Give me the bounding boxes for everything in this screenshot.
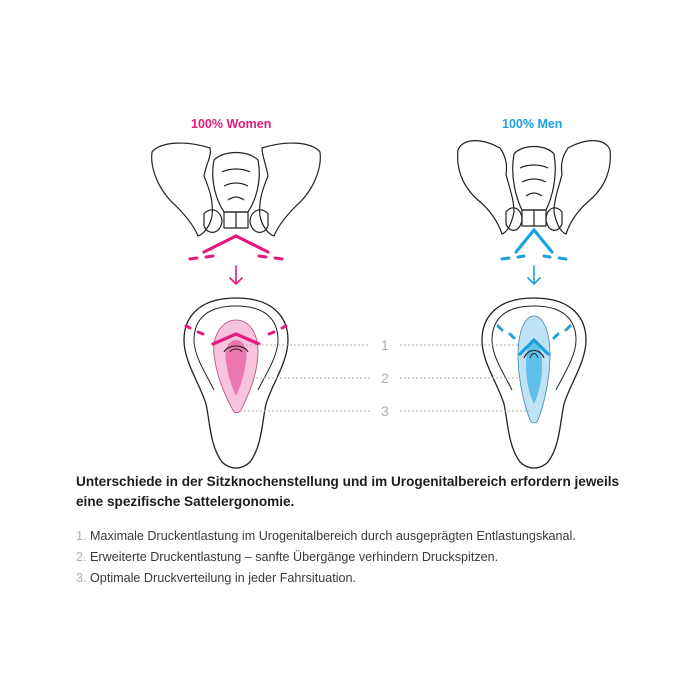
list-text: Maximale Druckentlastung im Urogenitalbe…	[90, 529, 576, 543]
list-marker: 2.	[76, 550, 87, 564]
women-saddle-illustration	[183, 297, 289, 469]
men-arrow-icon	[527, 265, 541, 286]
men-sitbone-marker	[500, 227, 568, 261]
headline-text: Unterschiede in der Sitzknochenstellung …	[76, 474, 620, 509]
feature-list: 1. Maximale Druckentlastung im Urogenita…	[76, 527, 676, 590]
list-item: 3. Optimale Druckverteilung in jeder Fah…	[76, 569, 676, 590]
men-saddle-illustration	[481, 297, 587, 469]
women-saddle-marker	[184, 324, 288, 346]
women-arrow-icon	[229, 265, 243, 286]
women-pelvis-illustration	[151, 142, 321, 237]
list-text: Erweiterte Druckentlastung – sanfte Über…	[90, 550, 499, 564]
list-marker: 1.	[76, 529, 87, 543]
zone-marker-3: 3	[381, 403, 389, 419]
zone-marker-2: 2	[381, 370, 389, 386]
men-saddle-marker	[496, 324, 572, 356]
men-pelvis-illustration	[457, 140, 611, 235]
zone-marker-1: 1	[381, 337, 389, 353]
list-item: 1. Maximale Druckentlastung im Urogenita…	[76, 527, 676, 548]
saddle-comparison-diagram: 100% Women 100% Men	[151, 117, 611, 469]
diagram-svg	[151, 140, 611, 469]
zone-leader-lines	[240, 344, 532, 412]
women-sitbone-marker	[188, 234, 284, 261]
list-marker: 3.	[76, 571, 87, 585]
men-label: 100% Men	[502, 117, 563, 131]
list-item: 2. Erweiterte Druckentlastung – sanfte Ü…	[76, 548, 676, 569]
list-text: Optimale Druckverteilung in jeder Fahrsi…	[90, 571, 357, 585]
women-label: 100% Women	[191, 117, 272, 131]
